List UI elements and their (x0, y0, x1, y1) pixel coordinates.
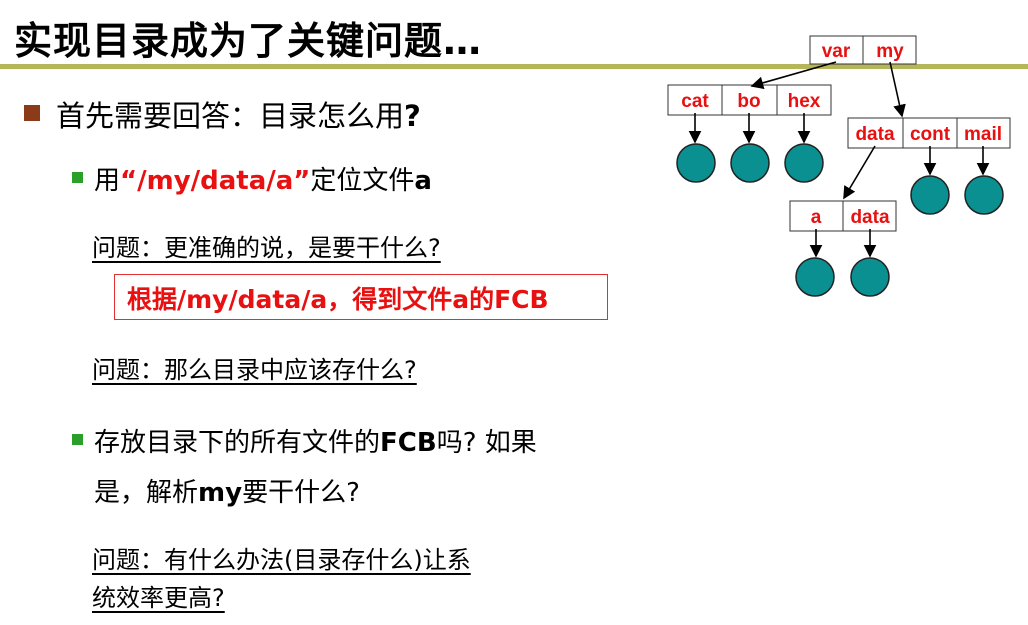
file-node-icon (910, 175, 950, 215)
bullet-store-text-e: my (198, 478, 243, 508)
question-what-to-store: 问题：那么目录中应该存什么? (92, 356, 417, 384)
entry-bo: bo (737, 91, 760, 112)
entry-var: var (822, 41, 851, 62)
pointer-arrows (688, 61, 990, 258)
bullet-store-fcb-line1: 存放目录下的所有文件的FCB吗? 如果 (94, 422, 537, 459)
bullet-locate-suffix: 定位文件 (310, 166, 415, 196)
bullet-locate-file: 用“/my/data/a”定位文件a (94, 160, 432, 197)
bullet-locate-prefix: 用 (94, 166, 121, 196)
bullet-main-text: 首先需要回答：目录怎么用 (56, 99, 405, 133)
slide-title: 实现目录成为了关键问题… (14, 19, 483, 63)
entry-hex: hex (788, 91, 821, 112)
file-node-icon (850, 257, 890, 297)
green-bullet-icon (72, 172, 83, 183)
green-bullet-icon (72, 434, 83, 445)
entry-data: data (855, 124, 895, 145)
file-node-icon (795, 257, 835, 297)
entry-mail: mail (964, 124, 1002, 145)
bullet-locate-path: “/my/data/a” (120, 166, 311, 196)
file-node-icon (964, 175, 1004, 215)
file-node-icon (730, 143, 770, 183)
entry-data-sub: data (850, 207, 890, 228)
bullet-store-text-b: FCB (380, 428, 437, 458)
answer-box: 根据/my/data/a，得到文件a的FCB (114, 274, 608, 320)
bullet-store-fcb-line2: 是，解析my要干什么? (94, 472, 360, 509)
bullet-main: 首先需要回答：目录怎么用? (56, 93, 421, 135)
entry-cont: cont (910, 124, 951, 145)
question-efficiency-line2: 统效率更高? (92, 584, 225, 612)
entry-cat: cat (681, 91, 709, 112)
title-divider (0, 64, 1028, 69)
square-bullet-icon (24, 105, 40, 121)
bullet-main-mark: ? (404, 99, 421, 133)
bullet-store-text-a: 存放目录下的所有文件的 (94, 428, 381, 458)
question-what-to-do: 问题：更准确的说，是要干什么? (92, 234, 441, 262)
file-node-icon (676, 143, 716, 183)
file-nodes (676, 143, 1004, 297)
bullet-store-text-d: 是，解析 (94, 478, 199, 508)
data-directory-block: a data (789, 200, 897, 232)
my-directory-block: data cont mail (847, 117, 1011, 149)
bullet-locate-file: a (414, 166, 432, 196)
file-node-icon (784, 143, 824, 183)
entry-my: my (876, 41, 904, 62)
bullet-store-text-f: 要干什么? (242, 478, 360, 508)
entry-a: a (811, 207, 822, 228)
question-efficiency-line1: 问题：有什么办法(目录存什么)让系 (92, 546, 471, 574)
bullet-store-text-c: 吗? 如果 (436, 428, 537, 458)
var-directory-block: cat bo hex (667, 84, 832, 116)
root-directory-block: var my (809, 35, 917, 65)
